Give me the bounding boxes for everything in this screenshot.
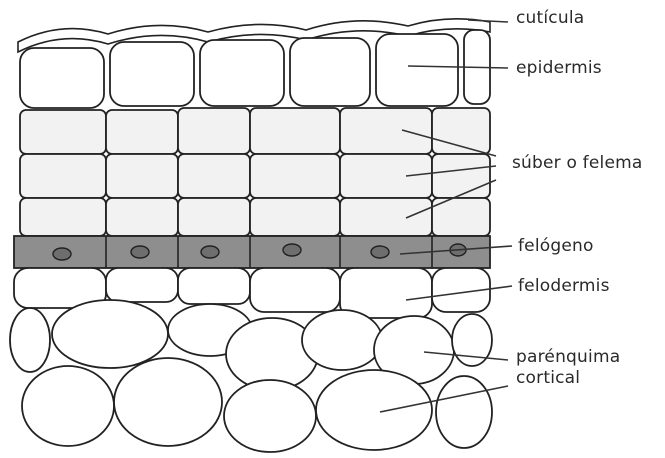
parenquima-cell: [224, 380, 316, 452]
suber-cell: [178, 198, 250, 236]
parenquima-cell: [436, 376, 492, 448]
epidermis-cell: [200, 40, 284, 106]
nucleus: [131, 246, 149, 258]
epidermis-cell: [110, 42, 194, 106]
label-suber: súber o felema: [512, 153, 642, 173]
suber-cell: [250, 154, 340, 198]
epidermis-cell: [376, 34, 458, 106]
suber-cell: [106, 154, 178, 198]
label-felogeno: felógeno: [518, 236, 594, 256]
epidermis-cell: [20, 48, 104, 108]
suber-cell: [20, 110, 106, 154]
label-epidermis: epidermis: [516, 58, 602, 78]
parenquima-cell: [52, 300, 168, 368]
felodermis-cell: [250, 268, 340, 312]
suber-cells: [20, 108, 490, 236]
nucleus: [201, 246, 219, 258]
suber-cell: [106, 110, 178, 154]
label-parenquima: parénquima cortical: [516, 347, 620, 389]
suber-cell: [250, 108, 340, 154]
suber-cell: [178, 154, 250, 198]
suber-cell: [340, 108, 432, 154]
parenquima-cell: [114, 358, 222, 446]
suber-cell: [178, 108, 250, 154]
parenquima-cell: [302, 310, 382, 370]
parenquima-cell: [316, 370, 432, 450]
suber-cell: [106, 198, 178, 236]
epidermis-cells: [20, 30, 490, 108]
parenquima-cell: [22, 366, 114, 446]
suber-cell: [340, 154, 432, 198]
parenquima-cells: [10, 300, 492, 452]
nucleus: [371, 246, 389, 258]
suber-cell: [250, 198, 340, 236]
epidermis-cell: [290, 38, 370, 106]
label-cuticula: cutícula: [516, 8, 584, 28]
felodermis-cell: [106, 268, 178, 302]
suber-cell: [20, 198, 106, 236]
label-parenquima-line2: cortical: [516, 368, 620, 389]
label-parenquima-line1: parénquima: [516, 347, 620, 368]
nucleus: [283, 244, 301, 256]
suber-cell: [340, 198, 432, 236]
suber-cell: [432, 154, 490, 198]
label-felodermis: felodermis: [518, 276, 610, 296]
felodermis-cell: [178, 268, 250, 304]
suber-cell: [20, 154, 106, 198]
parenquima-cell: [10, 308, 50, 372]
nucleus: [53, 248, 71, 260]
